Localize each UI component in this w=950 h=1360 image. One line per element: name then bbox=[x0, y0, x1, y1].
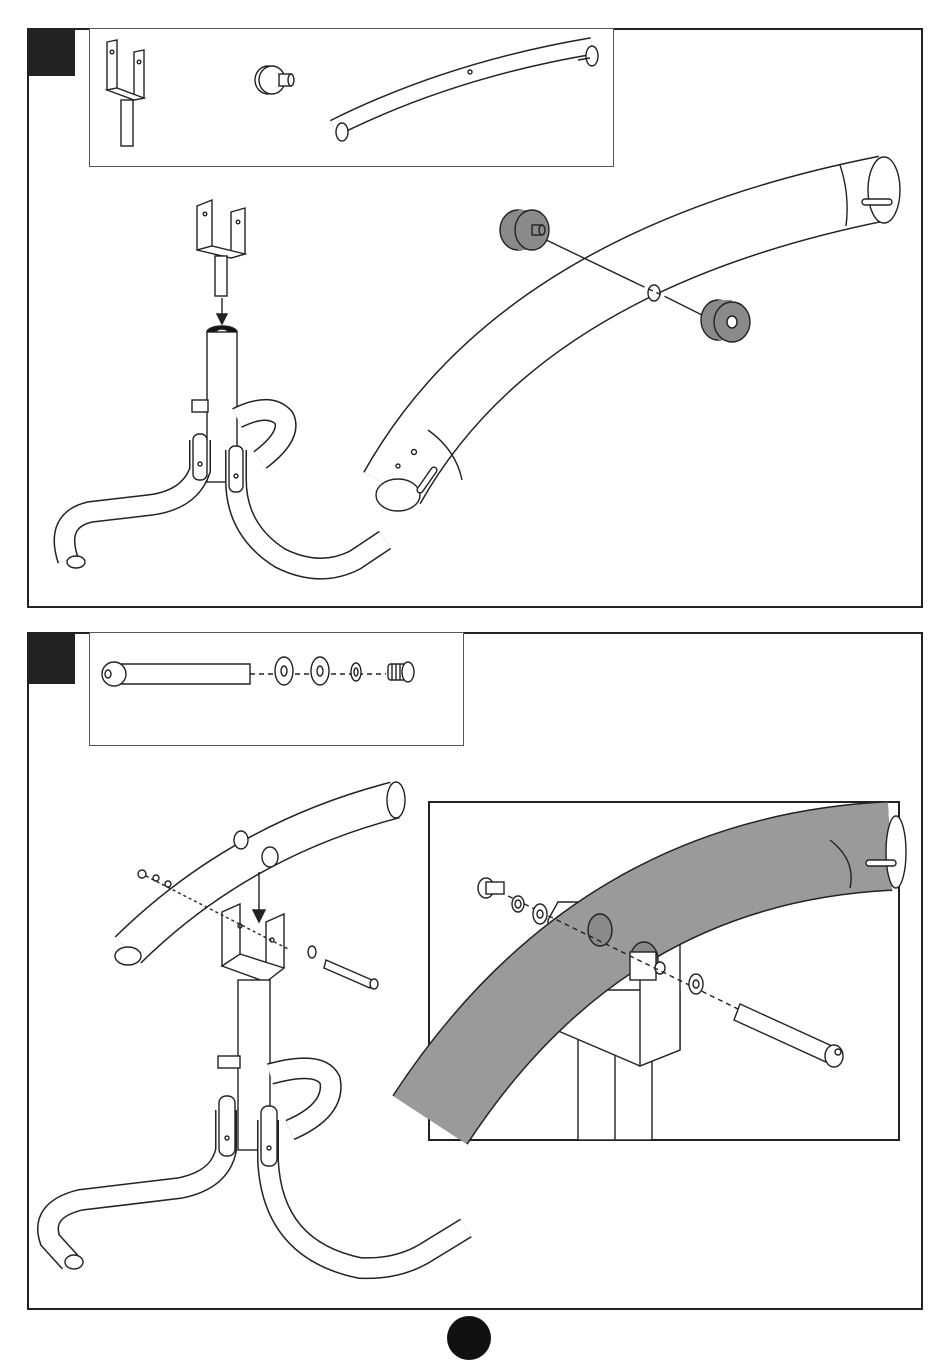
curved-tube-step2 bbox=[115, 782, 405, 965]
insert-arrow-step2 bbox=[253, 872, 265, 922]
detail-closeup bbox=[430, 816, 906, 1140]
page-number-dot bbox=[447, 1316, 491, 1360]
parts-hardware-row bbox=[102, 657, 414, 686]
